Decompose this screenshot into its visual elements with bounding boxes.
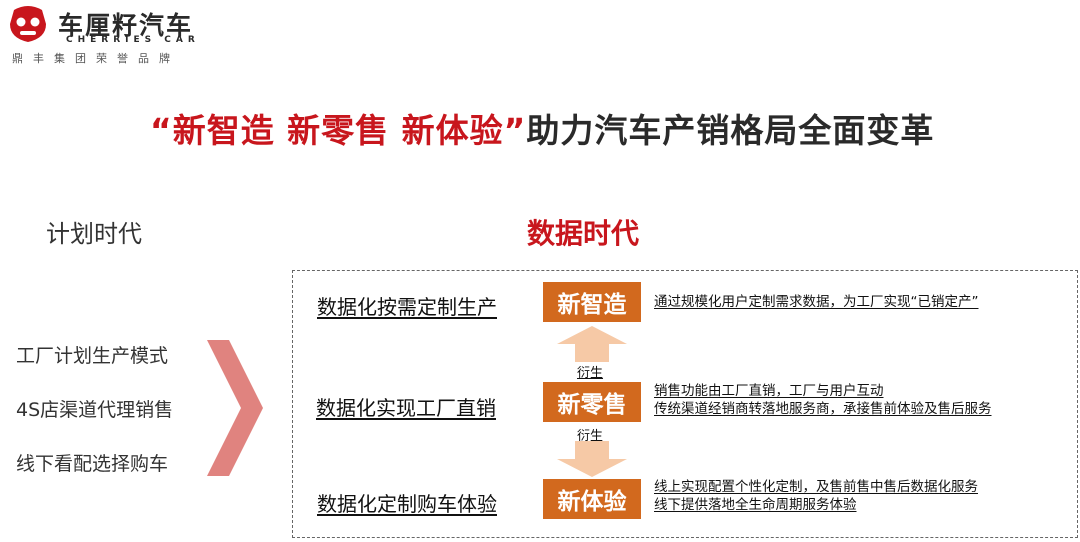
tag-new-manufacturing: 新智造 bbox=[543, 282, 641, 322]
derive-label: 衍生 bbox=[577, 366, 604, 381]
arrow-up-icon bbox=[557, 326, 627, 362]
row-label-new-experience: 数据化定制购车体验 bbox=[317, 492, 497, 516]
plan-item: 工厂计划生产模式 bbox=[16, 345, 169, 367]
arrow-down-icon bbox=[557, 441, 627, 477]
brand-logo: 车厘籽汽车 CHERRIES CAR 鼎丰集团荣誉品牌 bbox=[6, 4, 226, 65]
data-era-heading: 数据时代 bbox=[527, 217, 640, 250]
tag-new-retail: 新零售 bbox=[543, 382, 641, 422]
cherries-car-logo-icon bbox=[10, 6, 46, 42]
title-rest: 助力汽车产销格局全面变革 bbox=[526, 111, 935, 150]
row-desc: 线上实现配置个性化定制，及售前售中售后数据化服务 bbox=[654, 479, 978, 495]
plan-era-heading: 计划时代 bbox=[46, 220, 142, 248]
title-highlight: “新智造 新零售 新体验” bbox=[150, 111, 527, 150]
tag-new-experience: 新体验 bbox=[543, 479, 641, 519]
row-label-new-retail: 数据化实现工厂直销 bbox=[316, 396, 496, 420]
row-desc: 销售功能由工厂直销，工厂与用户互动 bbox=[654, 383, 884, 399]
chevron-right-icon bbox=[207, 340, 263, 476]
row-desc: 线下提供落地全生命周期服务体验 bbox=[654, 497, 857, 513]
logo-name-en: CHERRIES CAR bbox=[66, 35, 200, 45]
plan-item: 线下看配选择购车 bbox=[16, 453, 169, 475]
derive-label: 衍生 bbox=[577, 429, 604, 444]
row-desc: 通过规模化用户定制需求数据，为工厂实现“已销定产” bbox=[654, 294, 979, 310]
page-title: “新智造 新零售 新体验”助力汽车产销格局全面变革 bbox=[150, 104, 934, 152]
logo-tagline: 鼎丰集团荣誉品牌 bbox=[12, 52, 180, 65]
plan-item: 4S店渠道代理销售 bbox=[16, 399, 174, 421]
row-label-smart-manufacturing: 数据化按需定制生产 bbox=[317, 295, 497, 319]
data-era-panel bbox=[292, 270, 1078, 538]
logo-name-cn: 车厘籽汽车 bbox=[58, 11, 194, 40]
row-desc: 传统渠道经销商转落地服务商，承接售前体验及售后服务 bbox=[654, 401, 992, 417]
